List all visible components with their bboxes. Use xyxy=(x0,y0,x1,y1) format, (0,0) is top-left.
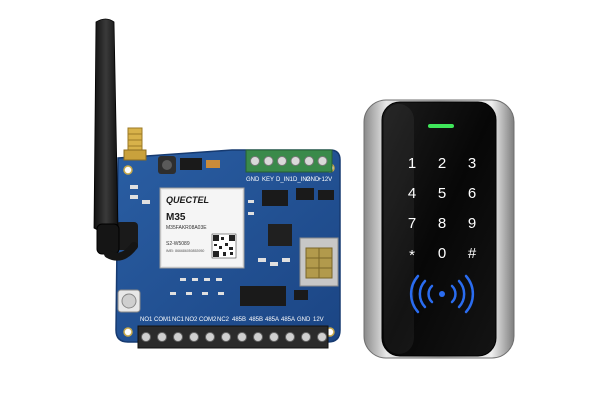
terminal-label: COM2 xyxy=(199,317,217,323)
terminal-label: 485A xyxy=(281,317,295,323)
terminal-label: KEY xyxy=(262,177,274,183)
module-part-number: M35FAKR08A03E xyxy=(166,225,207,231)
key-0[interactable]: 0 xyxy=(438,245,446,262)
rfid-icon xyxy=(409,274,475,314)
top-terminal-block xyxy=(245,149,333,173)
module-brand: QUECTEL xyxy=(166,195,209,205)
key-star[interactable]: * xyxy=(409,247,415,264)
bottom-terminal-block xyxy=(137,325,329,349)
terminal-label: GND xyxy=(306,177,320,183)
sim-card-slot xyxy=(299,237,339,287)
terminal-label: NO1 xyxy=(140,317,153,323)
terminal-label: GND xyxy=(297,317,311,323)
ic-chip xyxy=(268,224,292,246)
status-led xyxy=(428,124,454,128)
terminal-label: 485B xyxy=(249,317,263,323)
key-9[interactable]: 9 xyxy=(468,215,476,232)
terminal-label: COM1 xyxy=(154,317,172,323)
key-5[interactable]: 5 xyxy=(438,185,446,202)
terminal-label: D_IN2 xyxy=(293,177,311,183)
module-imei: IMEI: 866686050853950 xyxy=(166,249,204,253)
smd-parts xyxy=(130,185,290,295)
gsm-antenna xyxy=(93,18,138,261)
ic-chip xyxy=(262,190,288,206)
top-terminal-labels: GND KEY D_IN1 D_IN2 GND +12V xyxy=(246,177,332,183)
terminal-label: GND xyxy=(246,177,260,183)
ic-chip xyxy=(318,190,334,200)
sma-connector xyxy=(123,127,147,161)
terminal-label: +12V xyxy=(318,177,332,183)
module-serial: S2-W5089 xyxy=(166,241,190,247)
keypad-keys: 1 2 3 4 5 6 7 8 9 * 0 # xyxy=(408,155,477,264)
key-4[interactable]: 4 xyxy=(408,185,416,202)
terminal-label: 485B xyxy=(232,317,246,323)
terminal-label: NC1 xyxy=(172,317,185,323)
key-6[interactable]: 6 xyxy=(468,185,476,202)
relay-driver-chip xyxy=(240,286,286,306)
keypad-rfid-reader: 1 2 3 4 5 6 7 8 9 * 0 # xyxy=(363,99,515,359)
key-3[interactable]: 3 xyxy=(468,155,476,172)
ic-chip xyxy=(294,290,308,300)
terminal-label: 485A xyxy=(265,317,279,323)
key-1[interactable]: 1 xyxy=(408,155,416,172)
terminal-label: 12V xyxy=(313,317,324,323)
terminal-label: NC2 xyxy=(217,317,230,323)
mounting-hole xyxy=(123,165,133,175)
backup-battery xyxy=(117,289,141,313)
gsm-controller-board: GND KEY D_IN1 D_IN2 GND +12V QUECTEL M35… xyxy=(115,127,341,349)
gsm-module: QUECTEL M35 M35FAKR08A03E S2-W5089 IMEI:… xyxy=(159,187,245,269)
bottom-terminal-labels: NO1 COM1 NC1 NO2 COM2 NC2 485B 485B 485A… xyxy=(140,317,324,323)
qr-code xyxy=(211,233,237,259)
terminal-label: D_IN1 xyxy=(276,177,294,183)
capacitor xyxy=(206,160,220,168)
terminal-label: NO2 xyxy=(185,317,198,323)
module-model: M35 xyxy=(166,212,186,223)
inductor-core xyxy=(162,160,172,170)
key-8[interactable]: 8 xyxy=(438,215,446,232)
ic-chip xyxy=(296,188,314,200)
key-7[interactable]: 7 xyxy=(408,215,416,232)
mounting-hole xyxy=(123,327,133,337)
ic-chip xyxy=(180,158,202,170)
key-hash[interactable]: # xyxy=(468,245,477,262)
key-2[interactable]: 2 xyxy=(438,155,446,172)
